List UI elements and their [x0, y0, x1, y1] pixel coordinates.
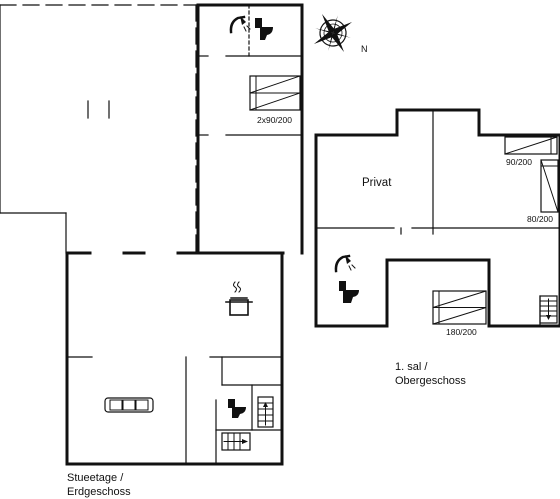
- bed-size-label: 80/200: [527, 214, 553, 224]
- bed-size-label: 180/200: [446, 327, 477, 337]
- first-floor-label-line2: Obergeschoss: [395, 375, 466, 387]
- stairs-icon: [539, 295, 558, 324]
- stairs-icon: [221, 432, 251, 451]
- ground-floor: [0, 3, 304, 466]
- toilet-icon: [228, 399, 246, 418]
- cooking-pot-icon: [225, 281, 253, 316]
- ground-living-block: [65, 251, 284, 466]
- bed-icon: [249, 75, 301, 111]
- terrace-outline: [0, 4, 198, 254]
- double-bed-icon: [432, 290, 487, 325]
- compass-rose-icon: [313, 13, 353, 53]
- bed-icon: [504, 136, 558, 155]
- sofa-icon: [104, 397, 154, 413]
- ground-floor-label-line1: Stueetage /: [67, 472, 124, 484]
- toilet-icon: [255, 18, 273, 40]
- room-label-privat: Privat: [362, 177, 392, 189]
- bed-size-label: 90/200: [506, 157, 532, 167]
- toilet-icon: [339, 281, 359, 303]
- first-floor-label-line1: 1. sal /: [395, 361, 428, 373]
- stairs-icon: [257, 396, 274, 428]
- bed-size-label: 2x90/200: [257, 115, 292, 125]
- ground-floor-label-line2: Erdgeschoss: [67, 486, 131, 498]
- north-label: N: [361, 44, 368, 54]
- bed-icon: [540, 159, 559, 213]
- shower-icon: [229, 15, 251, 34]
- shower-icon: [334, 254, 356, 273]
- ground-right-wing: [196, 3, 304, 255]
- first-floor: [314, 108, 560, 328]
